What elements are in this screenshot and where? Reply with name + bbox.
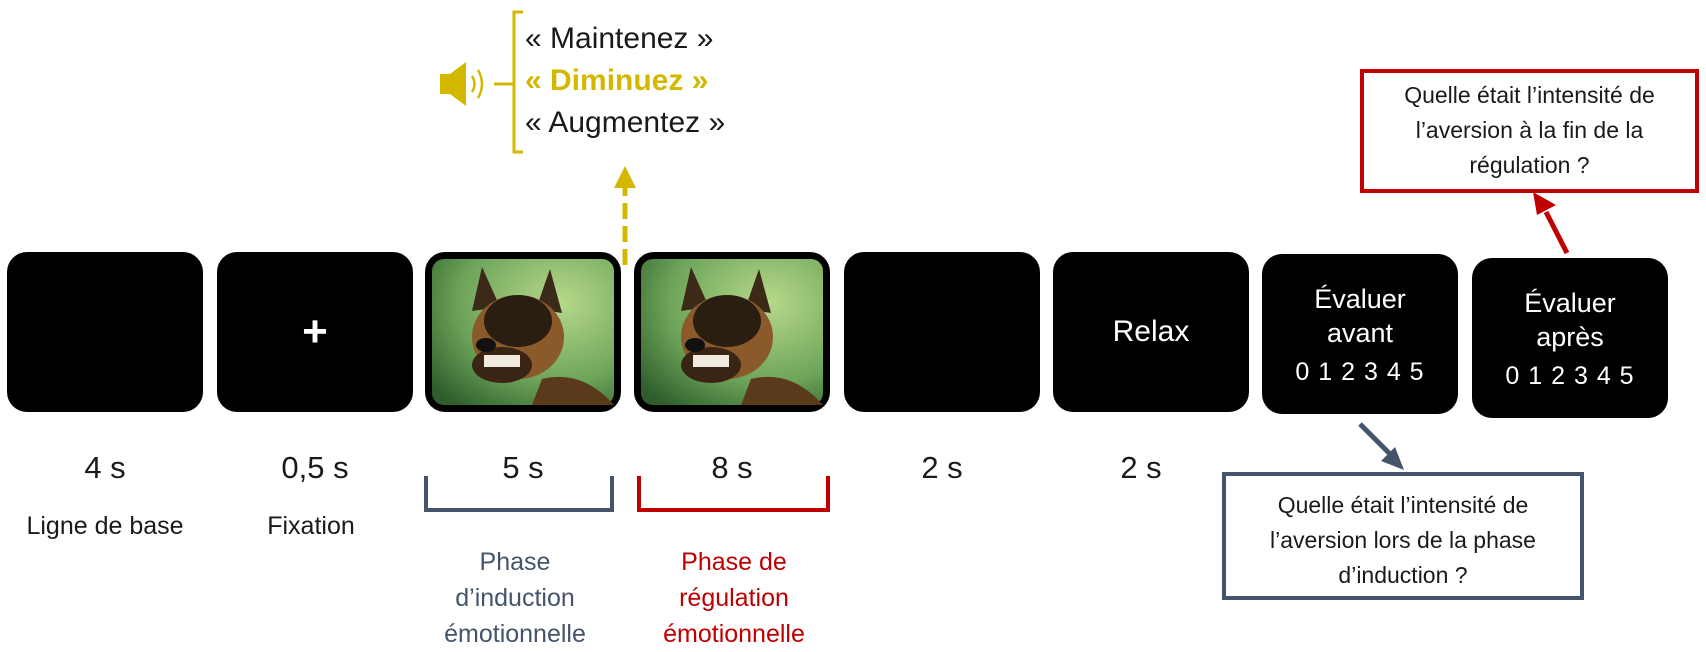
dog-image xyxy=(641,259,823,405)
after-question-box: Quelle était l’intensité de l’aversion à… xyxy=(1360,69,1699,193)
before-question-arrow xyxy=(1358,422,1404,470)
before-question-box: Quelle était l’intensité de l’aversion l… xyxy=(1222,472,1584,600)
rate-after-scale: 0 1 2 3 4 5 xyxy=(1505,361,1635,390)
label-fixation: Fixation xyxy=(267,512,355,540)
regulation-image-screen xyxy=(634,252,830,412)
rate-before-screen: Évaluer avant 0 1 2 3 4 5 xyxy=(1262,254,1458,414)
fixation-cross: + xyxy=(302,307,328,356)
duration-regulation: 8 s xyxy=(711,450,753,485)
dog-image xyxy=(432,259,614,405)
instruction-bracket xyxy=(494,10,523,154)
rate-after-screen: Évaluer après 0 1 2 3 4 5 xyxy=(1472,258,1668,418)
baseline-screen xyxy=(7,252,203,412)
instruction-arrow xyxy=(614,166,636,265)
rate-after-title: Évaluer après xyxy=(1524,287,1616,352)
label-baseline: Ligne de base xyxy=(26,512,184,540)
fixation-screen: + xyxy=(217,252,413,412)
instruction-maintain: « Maintenez » xyxy=(525,22,714,55)
blank-screen xyxy=(844,252,1040,412)
relax-text: Relax xyxy=(1112,315,1190,348)
duration-fixation: 0,5 s xyxy=(281,450,349,485)
speaker-icon xyxy=(440,62,484,106)
instruction-increase: « Augmentez » xyxy=(525,106,726,139)
phase-regulation-label: Phase de régulation émotionnelle xyxy=(663,548,805,648)
duration-induction: 5 s xyxy=(502,450,544,485)
duration-baseline: 4 s xyxy=(84,450,126,485)
duration-blank: 2 s xyxy=(921,450,963,485)
induction-image-screen xyxy=(425,252,621,412)
after-question-arrow xyxy=(1533,192,1570,255)
induction-bracket xyxy=(424,476,614,512)
relax-screen: Relax xyxy=(1053,252,1249,412)
phase-induction-label: Phase d’induction émotionnelle xyxy=(444,548,586,648)
duration-relax: 2 s xyxy=(1120,450,1162,485)
regulation-bracket xyxy=(637,476,830,512)
rate-before-title: Évaluer avant xyxy=(1314,283,1406,348)
rate-before-scale: 0 1 2 3 4 5 xyxy=(1295,357,1425,386)
instruction-decrease: « Diminuez » xyxy=(525,64,709,97)
